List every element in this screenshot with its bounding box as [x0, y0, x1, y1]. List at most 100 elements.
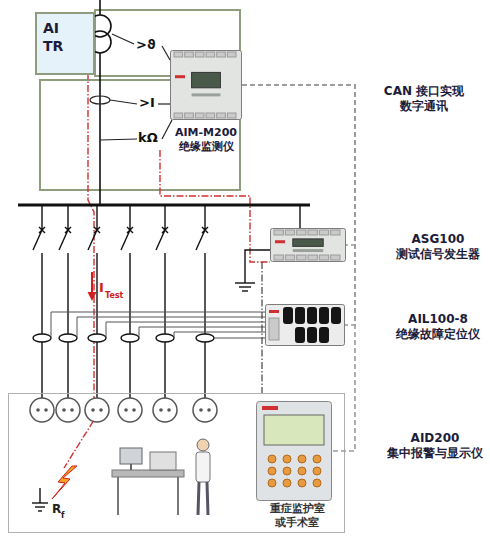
terminal [319, 230, 328, 235]
device-body [266, 305, 345, 346]
brand-mark [175, 75, 185, 78]
socket-symbol [193, 398, 217, 422]
terminal [217, 52, 226, 57]
terminal [217, 113, 226, 118]
person-leg [198, 482, 199, 515]
terminal [297, 230, 306, 235]
terminal [185, 113, 194, 118]
feeder-circuits [33, 205, 208, 398]
device-graphic [270, 228, 346, 262]
terminal [274, 255, 283, 260]
sensor-wires [90, 34, 172, 140]
node-label: AIL100-8 绝缘故障定位仪 [390, 312, 486, 342]
socket-pins [36, 408, 211, 412]
terminal [174, 113, 183, 118]
ground-symbol [239, 286, 251, 287]
signal-wire [214, 338, 265, 339]
wire [99, 53, 101, 205]
terminal [269, 318, 279, 340]
lightning-symbol [52, 466, 77, 499]
device-graphic [170, 50, 242, 120]
table-leg [117, 477, 119, 515]
pin [62, 408, 66, 412]
device-button [313, 467, 321, 475]
feeder [121, 205, 133, 398]
device-screen [264, 415, 324, 445]
generator-device: ASG100 测试信号发生器 [270, 228, 346, 262]
device-button [313, 479, 321, 487]
device-button [283, 455, 291, 463]
ct-input [307, 307, 317, 324]
wire [110, 100, 137, 104]
display-device: AID200 集中报警与显示仪 [256, 401, 332, 501]
current-transformer [90, 96, 110, 104]
node-label: ASG100 测试信号发生器 [390, 232, 486, 262]
ct-input [295, 307, 305, 324]
device-body [257, 402, 332, 501]
brand-mark [275, 240, 285, 243]
device-button [283, 467, 291, 475]
wire [299, 205, 300, 228]
device-display [192, 72, 221, 87]
arrow-head [88, 292, 97, 301]
person-head [197, 439, 209, 451]
device-button [268, 479, 276, 487]
person-body [196, 452, 210, 482]
pin [91, 408, 95, 412]
terminal [308, 230, 317, 235]
device-stripe [293, 249, 323, 252]
table-leg [177, 477, 179, 515]
ground-symbol [35, 506, 45, 507]
sockets [30, 398, 217, 422]
resistance-subscript: f [61, 511, 71, 521]
signal-wire [139, 327, 265, 338]
socket-symbol [153, 398, 177, 422]
current-transformer [156, 334, 174, 342]
device-stripe [192, 93, 221, 96]
pin [159, 408, 163, 412]
signal-wire [174, 332, 265, 338]
pin [132, 408, 136, 412]
terminal [185, 52, 194, 57]
wire [112, 34, 134, 44]
device-button [268, 467, 276, 475]
feeder [88, 205, 100, 398]
ward-illustration [112, 439, 210, 515]
signal-wire [51, 312, 265, 338]
pin [44, 408, 48, 412]
terminal [206, 113, 215, 118]
node-label: 重症监护室 或手术室 [257, 502, 337, 530]
terminal [285, 255, 294, 260]
pin [36, 408, 40, 412]
locator-device: AIL100-8 绝缘故障定位仪 [265, 304, 345, 346]
person-leg [207, 482, 208, 515]
current-transformer [121, 334, 139, 342]
device-button [298, 467, 306, 475]
ground-symbol [242, 290, 248, 291]
ct-input [307, 327, 317, 343]
bus-connector [242, 85, 355, 451]
ct-input [295, 327, 305, 343]
pin [167, 408, 171, 412]
ct-input [331, 307, 341, 324]
current-transformer [88, 334, 106, 342]
terminal [195, 52, 204, 57]
device-button [298, 455, 306, 463]
test-current-arrow [88, 272, 97, 301]
bed-table [112, 470, 184, 477]
note-text: CAN 接口实现 数字通讯 [378, 84, 470, 114]
wire [162, 46, 170, 60]
ground-symbol [235, 282, 255, 283]
socket-symbol [85, 398, 109, 422]
feeder [196, 205, 208, 398]
current-transformer [196, 334, 214, 342]
terminal [297, 255, 306, 260]
device-display [293, 239, 323, 246]
feeder [156, 205, 168, 398]
wire [245, 250, 270, 283]
terminal [331, 255, 340, 260]
signal-wire [77, 317, 265, 338]
terminal [195, 113, 204, 118]
